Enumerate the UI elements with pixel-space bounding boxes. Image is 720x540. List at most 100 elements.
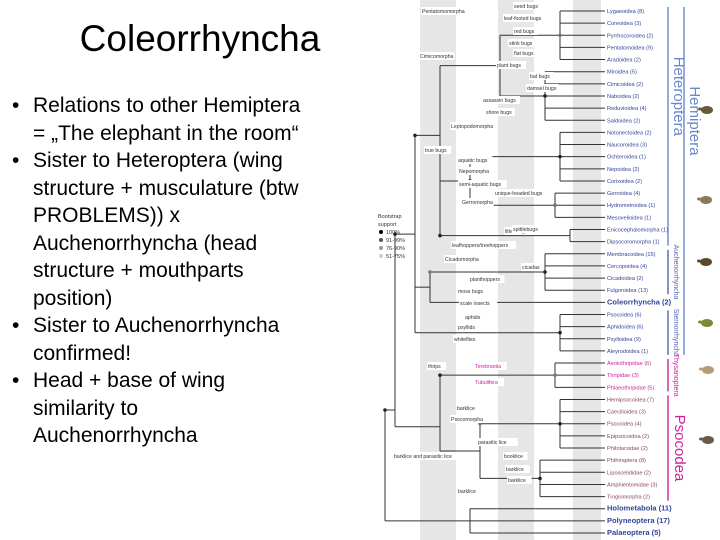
legend-item: 76-90% [386, 246, 405, 252]
legend-item: 51-75% [386, 254, 405, 260]
taxon-label: Phlaeothripidae (5) [607, 385, 654, 391]
node-label-bg [482, 96, 521, 104]
bullet-line: structure + mouthparts [33, 259, 244, 282]
node-label: barklice [506, 467, 524, 473]
bootstrap-node [393, 232, 397, 236]
node-label-bg [457, 487, 482, 495]
taxon-label: Reduvioidea (4) [607, 106, 647, 112]
insect-thumbnail [700, 196, 712, 204]
bullet-line: Sister to Heteroptera (wing [33, 149, 283, 172]
node-label-bg [526, 84, 559, 92]
slide-title: Coleorrhyncha [79, 18, 321, 59]
node-label: Cicadomorpha [445, 257, 479, 263]
bullet-dot-icon: • [12, 94, 20, 117]
taxon-label: Palaeoptera (5) [607, 528, 661, 537]
node-label-bg [453, 335, 483, 343]
node-label-bg [451, 241, 517, 249]
bullet-item: • Relations to other Hemiptera = „The elep… [8, 92, 368, 147]
node-label-bg [457, 156, 493, 164]
node-label: aphids [465, 315, 481, 321]
node-label: assassin bugs [483, 98, 516, 104]
node-label: cicadas [522, 265, 540, 271]
taxon-label: Corixoidea (2) [607, 179, 642, 185]
node-label: bat bugs [530, 74, 550, 80]
insect-thumbnail-head [697, 259, 701, 263]
taxon-label: Aeolothripidae (6) [607, 361, 651, 367]
node-label: barklice [458, 489, 476, 495]
legend-marker [379, 230, 383, 234]
node-label-bg [459, 299, 498, 307]
node-label-bg [513, 27, 538, 35]
node-label-bg [505, 465, 530, 473]
node-label: Psocomorpha [451, 417, 483, 423]
bullet-line: Relations to other Hemiptera [33, 94, 301, 117]
bullet-dot-icon: • [12, 369, 20, 392]
node-label-bg [456, 404, 481, 412]
node-label-bg [450, 415, 483, 423]
bootstrap-node [553, 373, 557, 377]
bootstrap-node [438, 233, 442, 238]
bullet-line: confirmed! [33, 341, 132, 365]
taxon-label: Trogiomorpha (2) [607, 495, 650, 501]
legend-marker [379, 254, 383, 258]
node-label: red bugs [514, 29, 535, 35]
group-name: Psocodea [671, 415, 688, 482]
node-label: thrips [428, 364, 441, 370]
bullet-list: • Relations to other Hemiptera = „The elep… [8, 92, 368, 450]
taxon-label: Psocoidea (6) [607, 312, 642, 318]
taxon-label: Coreoidea (3) [607, 21, 641, 27]
group-name: Hemiptera [686, 86, 703, 156]
node-label-bg [474, 362, 507, 370]
insect-thumbnail [701, 319, 713, 327]
taxon-label: Liposcelididae (2) [607, 470, 651, 476]
bullet-line: = „The elephant in the room“ [33, 121, 299, 145]
node-label: Cimicomorpha [420, 54, 454, 60]
insect-thumbnail-head [697, 197, 701, 201]
node-label-bg [393, 452, 469, 460]
node-label: leafhoppers/treehoppers [452, 243, 509, 249]
node-label-bg [444, 255, 480, 263]
taxon-label: Cimicoidea (2) [607, 82, 643, 88]
node-label-bg [474, 378, 504, 386]
node-label-bg [521, 263, 543, 271]
bootstrap-node [383, 408, 387, 412]
node-label-bg [458, 167, 488, 175]
bullet-line: Sister to Auchenorrhyncha [33, 314, 280, 337]
bootstrap-node [438, 373, 442, 377]
insect-thumbnail-head [698, 107, 702, 111]
node-label: scale insects [460, 301, 490, 307]
legend-heading: Bootstrap [378, 214, 402, 220]
grey-band [420, 0, 456, 540]
taxon-label: Aleyrodoidea (1) [607, 349, 648, 355]
taxon-label: Lygaeoidea (8) [607, 9, 644, 15]
taxon-label: Aphidoidea (6) [607, 325, 644, 331]
taxon-label: Coleorrhyncha (2) [607, 297, 672, 306]
bullet-dot-icon: • [12, 149, 20, 172]
taxon-label: Membracoidea (15) [607, 252, 656, 258]
node-label: whiteflies [454, 337, 476, 343]
taxon-label: Phthiraptera (8) [607, 458, 646, 464]
taxon-label: Psylloidea (9) [607, 337, 641, 343]
taxon-label: Dipsocoromorpha (1) [607, 240, 660, 246]
taxa-labels: Lygaeoidea (8) Coreoidea (3) Pyrrhocoroide… [607, 9, 672, 537]
node-label: shore bugs [486, 110, 512, 116]
taxon-label: Cicadoidea (2) [607, 276, 644, 282]
taxon-label: Hydrometroidea (1) [607, 203, 655, 209]
bootstrap-node [543, 94, 547, 98]
taxon-label: Pyrrhocoroidea (2) [607, 33, 653, 39]
node-label: psyllids [458, 325, 475, 331]
taxon-label: Naboidea (2) [607, 94, 639, 100]
taxon-label: Pentatomoidea (9) [607, 45, 653, 51]
taxon-label: Polyneoptera (17) [607, 516, 670, 525]
group-name: Heteroptera [670, 57, 687, 137]
legend-marker [379, 246, 383, 250]
node-label: unique-headed bugs [495, 191, 543, 197]
taxon-label: Naucoroidea (3) [607, 143, 647, 149]
node-label-bg [424, 146, 452, 154]
node-label: Tubulifera [475, 380, 498, 386]
node-label: spittlebugs [513, 227, 538, 233]
node-label-bg [477, 438, 518, 446]
bullet-line: position) [33, 286, 113, 310]
taxon-label: Gerroidea (4) [607, 191, 640, 197]
